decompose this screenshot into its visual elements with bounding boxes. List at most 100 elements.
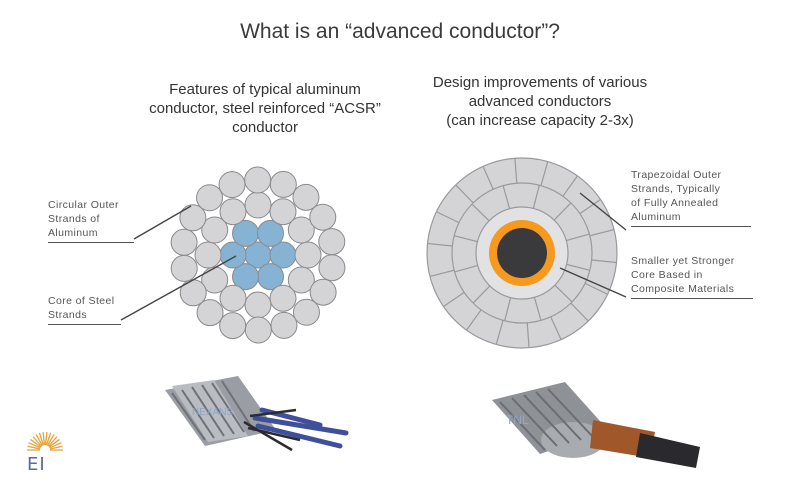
sun-ray	[48, 438, 60, 448]
aluminum-strand	[318, 254, 346, 282]
callout-trap-line-3: of Fully Annealed	[631, 197, 719, 209]
callout-trap-line-1: Trapezoidal Outer	[631, 169, 722, 181]
aluminum-strand	[287, 216, 315, 244]
aluminum-strand	[170, 254, 198, 282]
callout-composite-line-2: Core Based in	[631, 269, 703, 281]
sun-ray	[42, 432, 46, 446]
advanced-cross-section	[426, 157, 618, 349]
aluminum-strand	[201, 266, 229, 294]
advanced-cable-illustration: TNL	[492, 382, 700, 468]
trapezoid-strand-divider	[455, 184, 474, 204]
steel-strand	[232, 263, 259, 291]
trapezoid-strand-divider	[550, 316, 562, 340]
sun-ray	[47, 436, 58, 447]
composite-core	[497, 228, 547, 278]
aluminum-strand	[287, 266, 315, 294]
trapezoid-strand-divider	[429, 269, 455, 277]
aluminum-strand	[269, 170, 297, 198]
page-title: What is an “advanced conductor”?	[240, 20, 560, 43]
acsr-heading-line-3: conductor	[232, 119, 298, 136]
advanced-heading-line-1: Design improvements of various	[432, 74, 648, 91]
trapezoid-strand-divider	[454, 264, 478, 273]
sun-ray	[49, 442, 62, 449]
trapezoid-strand-divider	[471, 203, 490, 222]
aluminum-strand	[219, 284, 247, 312]
trapezoid-strand-divider	[427, 242, 453, 247]
trapezoid-strand-divider	[454, 235, 478, 243]
trapezoid-strand-divider	[562, 175, 578, 197]
trapezoid-strand-divider	[466, 309, 482, 331]
aluminum-strand	[309, 278, 337, 306]
callout-core-line-2: Strands	[48, 308, 121, 325]
callout-composite-line-3: Composite Materials	[631, 282, 753, 299]
sun-ray	[27, 445, 41, 450]
callout-outer-line-2: Strands of	[48, 213, 100, 225]
trapezoid-strand-divider	[526, 322, 530, 348]
trapezoid-strand-divider	[540, 161, 549, 186]
trapezoid-strand-divider	[591, 259, 617, 264]
acsr-cross-section	[170, 166, 346, 344]
aluminum-strand	[318, 228, 346, 256]
trapezoid-strand-divider	[554, 284, 573, 303]
acsr-heading-line-1: Features of typical aluminum	[169, 81, 361, 98]
sun-ray	[28, 442, 41, 449]
sun-ray	[38, 432, 45, 446]
callout-core-line-1: Core of Steel	[48, 295, 115, 307]
advanced-photo-watermark: TNL	[506, 413, 529, 427]
advanced-heading-line-3: (can increase capacity 2-3x)	[446, 112, 634, 129]
aluminum-strand	[244, 191, 272, 219]
sun-ray	[32, 436, 43, 447]
acsr-photo-watermark: NEXANS	[192, 407, 233, 418]
aluminum-strand	[269, 284, 297, 312]
callout-outer-line-1: Circular Outer	[48, 199, 119, 211]
trapezoid-strand-divider	[472, 285, 491, 304]
trapezoid-strand-divider	[570, 302, 589, 322]
aluminum-strand	[244, 316, 272, 344]
callout-trapezoidal-strands: Trapezoidal Outer Strands, Typically of …	[631, 168, 751, 227]
aluminum-strand	[196, 299, 224, 327]
trapezoid-strand-divider	[482, 166, 494, 190]
sun-ray	[46, 434, 55, 446]
callout-composite-core: Smaller yet Stronger Core Based in Compo…	[631, 254, 753, 299]
trapezoid-strand-divider	[436, 211, 460, 224]
aluminum-strand	[201, 216, 229, 244]
callout-trap-line-4: Aluminum	[631, 210, 751, 227]
aluminum-strand	[219, 198, 247, 226]
trapezoid-strand-divider	[553, 202, 572, 221]
trapezoid-strand-divider	[533, 297, 542, 321]
leader-line-core-left	[120, 255, 237, 321]
trapezoid-strand-divider	[584, 282, 608, 295]
aluminum-strand	[179, 204, 207, 232]
sun-ray	[30, 438, 42, 448]
trapezoid-strand-divider	[532, 185, 540, 209]
sunburst-icon	[27, 432, 63, 451]
trapezoid-strand-divider	[504, 297, 512, 321]
aluminum-strand	[196, 184, 224, 212]
aluminum-strand	[179, 279, 207, 307]
aluminum-strand	[194, 241, 222, 269]
steel-strand	[257, 219, 284, 247]
aluminum-strand	[244, 166, 272, 194]
aluminum-strand	[269, 198, 297, 226]
aluminum-strand	[218, 171, 246, 199]
aluminum-strand	[292, 183, 320, 211]
sun-ray	[49, 445, 63, 450]
advanced-heading-line-2: advanced conductors	[468, 93, 612, 110]
trapezoid-strand-divider	[443, 291, 465, 307]
callout-composite-line-1: Smaller yet Stronger	[631, 255, 735, 267]
acsr-heading: Features of typical aluminum conductor, …	[130, 80, 400, 137]
aluminum-strand	[170, 228, 198, 256]
trapezoid-strand-divider	[589, 229, 615, 237]
callout-outer-line-3: Aluminum	[48, 226, 134, 243]
acsr-cable-illustration: NEXANS	[160, 375, 349, 452]
trapezoid-strand-divider	[566, 233, 590, 242]
aluminum-strand	[219, 312, 247, 340]
aluminum-strand	[292, 298, 320, 326]
sun-ray	[44, 432, 48, 446]
trapezoid-strand-divider	[495, 320, 504, 345]
leader-line-outer-right	[579, 192, 627, 231]
aluminum-strand	[294, 241, 322, 269]
aluminum-strand	[244, 291, 272, 319]
trapezoid-strand-divider	[579, 199, 601, 215]
callout-steel-core: Core of Steel Strands	[48, 294, 121, 325]
